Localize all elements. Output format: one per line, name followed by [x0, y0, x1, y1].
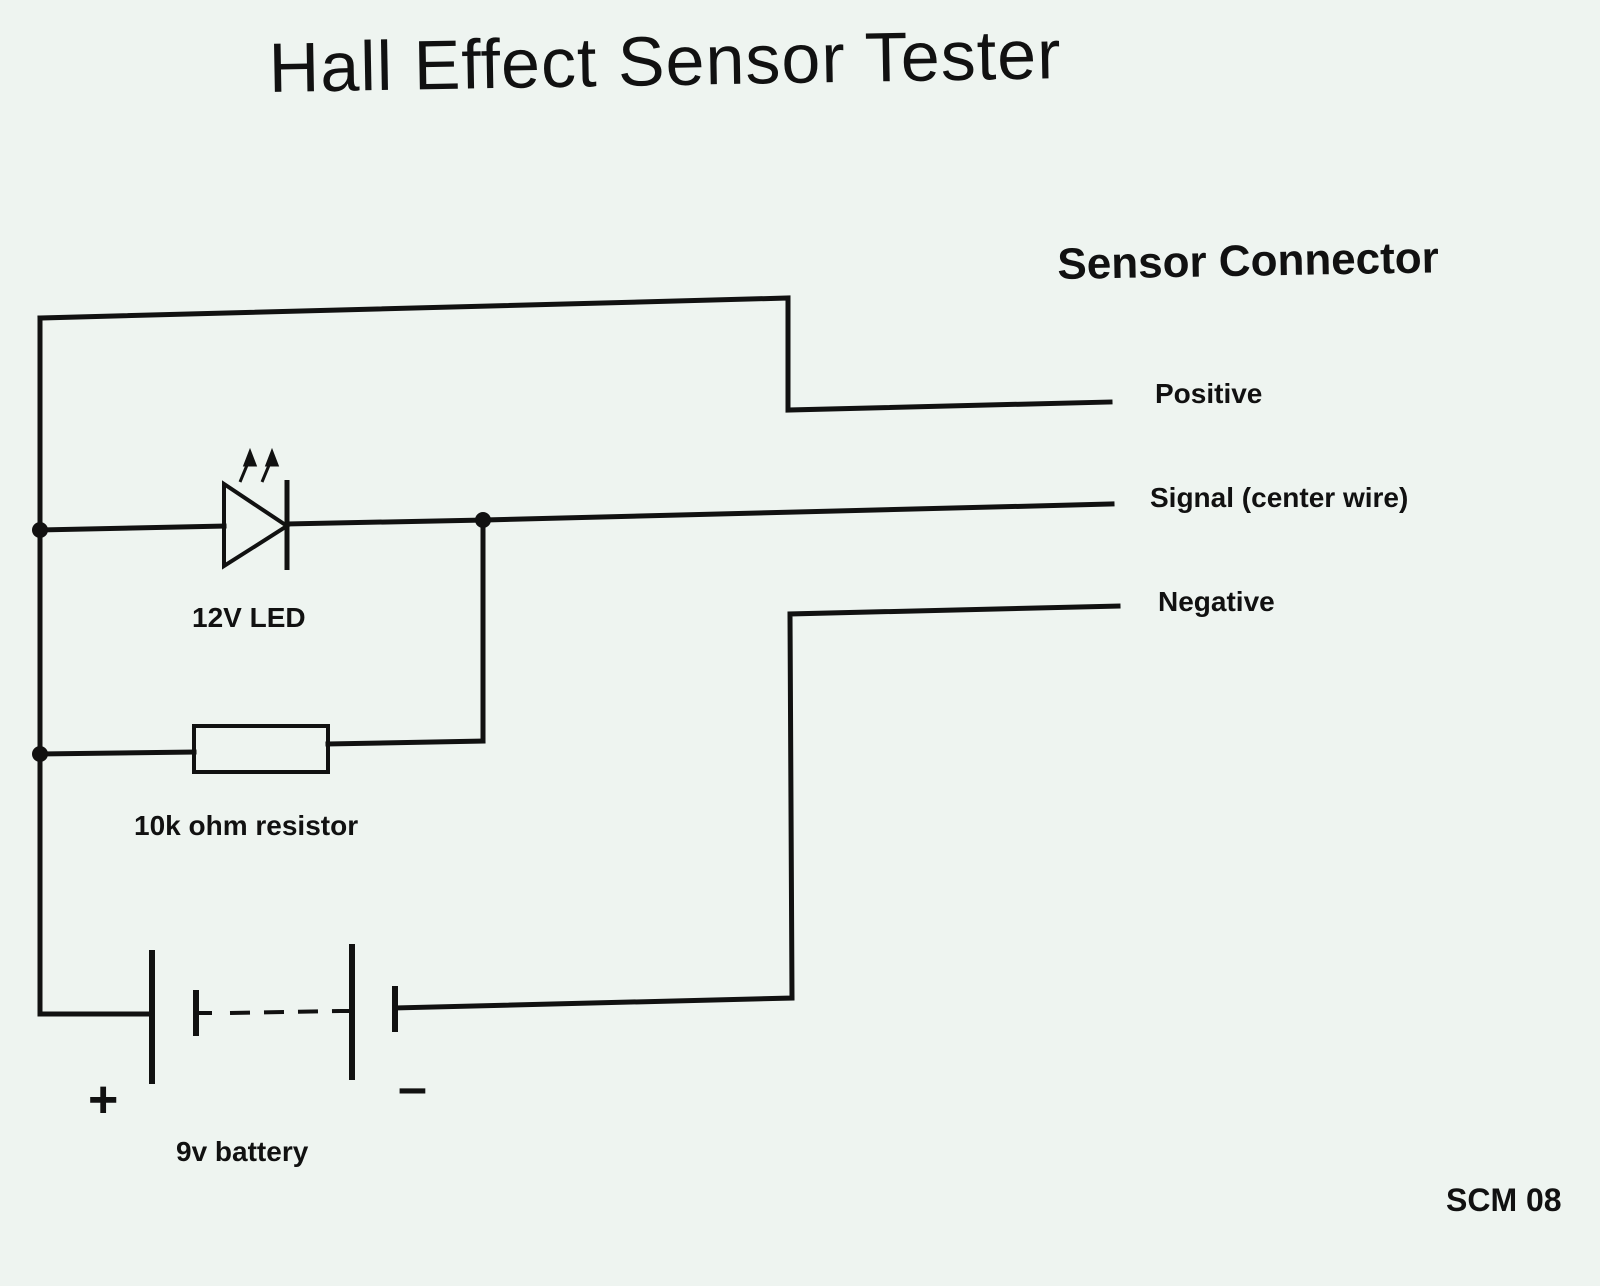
junction-dot-led [32, 522, 48, 538]
battery-plus-sign: + [88, 1071, 119, 1129]
negative-label: Negative [1158, 586, 1275, 617]
led-right-wire [284, 517, 486, 527]
battery-symbol [149, 944, 398, 1084]
resistor-right-wire [325, 738, 486, 747]
page-title: Hall Effect Sensor Tester [268, 15, 1063, 107]
positive-wire [37, 295, 1113, 413]
resistor-symbol [192, 724, 330, 774]
signal-wire [480, 501, 1115, 523]
negative-wire [392, 603, 1121, 1011]
led-left-wire [37, 523, 227, 533]
resistor-left-wire [37, 749, 197, 757]
led-light-arrows-icon [238, 447, 280, 483]
signal-label: Signal (center wire) [1150, 482, 1409, 513]
footer-code: SCM 08 [1446, 1182, 1562, 1218]
resistor-label: 10k ohm resistor [134, 810, 359, 841]
led-label: 12V LED [192, 602, 306, 633]
sensor-connector-title: Sensor Connector [1057, 233, 1440, 289]
battery-minus-sign: – [398, 1059, 427, 1117]
battery-label: 9v battery [176, 1136, 309, 1167]
junction-dot-resistor [32, 746, 48, 762]
junction-dot-signal [475, 512, 491, 528]
positive-label: Positive [1155, 378, 1263, 409]
led-symbol [222, 480, 291, 570]
